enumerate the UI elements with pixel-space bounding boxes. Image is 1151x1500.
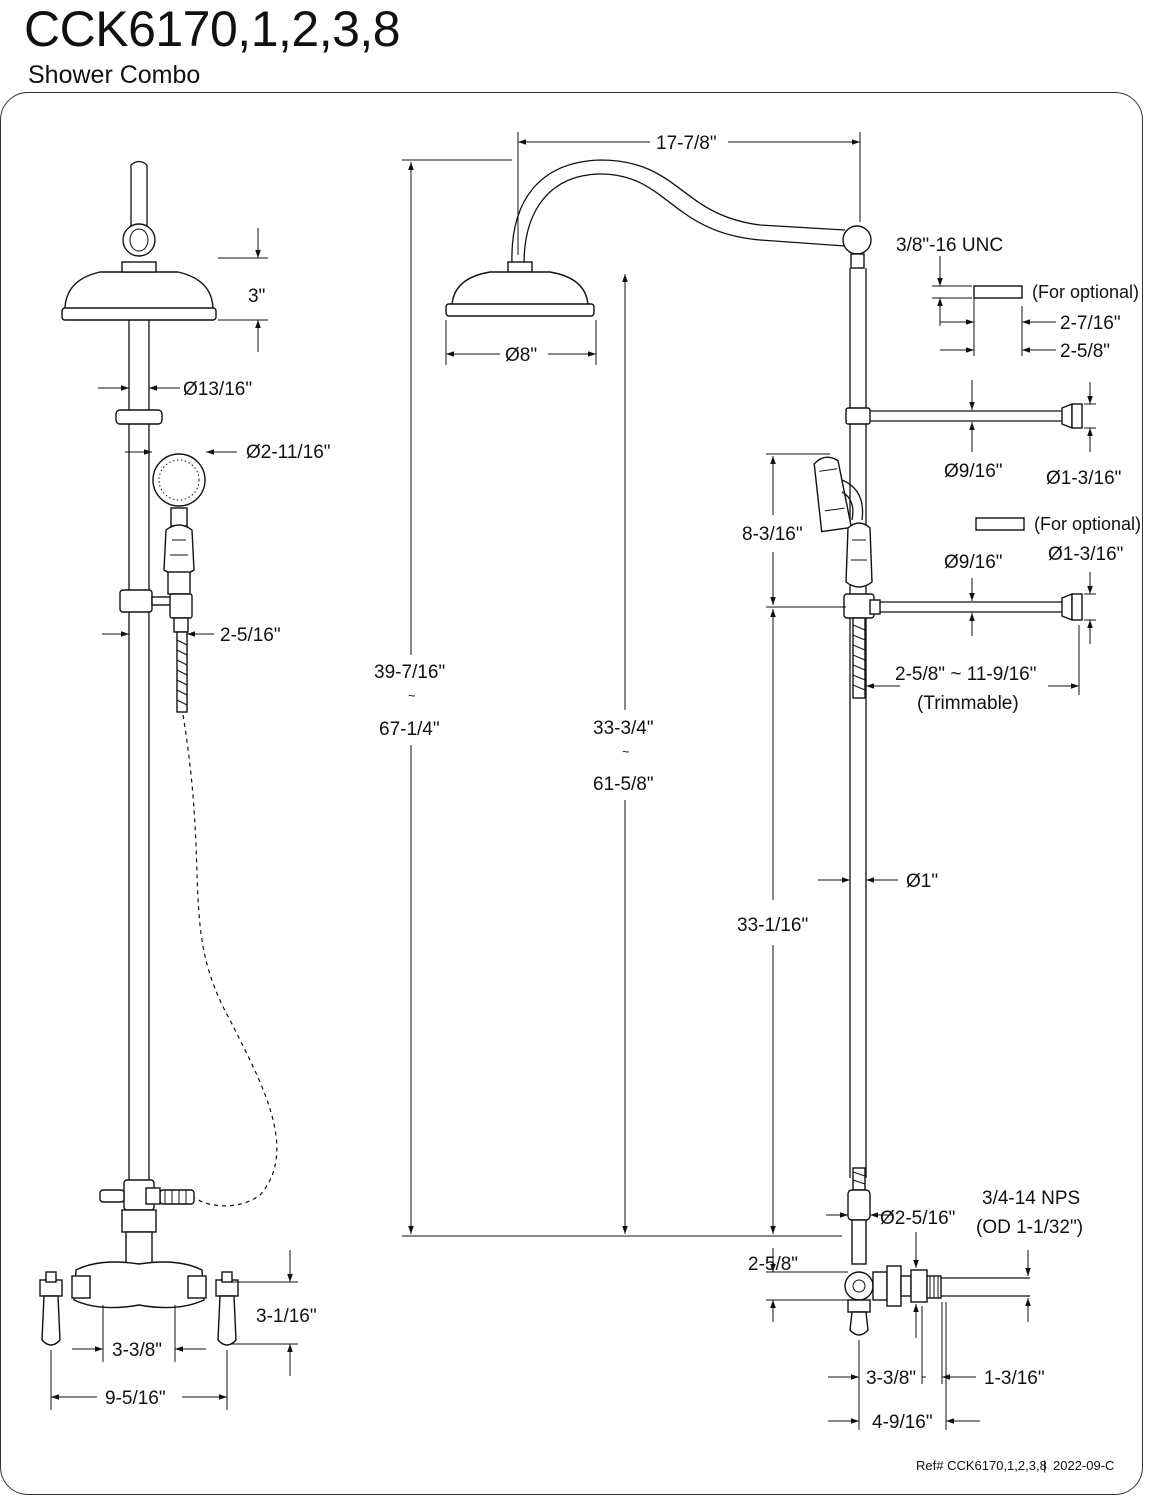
dim-head-range-mark: ~ [622, 744, 630, 759]
footer-revision: 2022-09-C [1053, 1458, 1114, 1473]
dim-brace-dia-bottom: Ø9/16" [944, 552, 1003, 573]
label-optional-bottom: (For optional) [1034, 514, 1141, 534]
dim-head-height-max: 61-5/8" [593, 774, 654, 795]
footer-ref: Ref# CCK6170,1,2,3,8 [916, 1458, 1047, 1473]
dim-flange-dia-top: Ø1-3/16" [1046, 468, 1121, 489]
dim-offset-front: 1-3/16" [984, 1368, 1045, 1389]
page-subtitle: Shower Combo [28, 61, 201, 89]
dim-flange-dia-bottom: Ø1-3/16" [1048, 544, 1123, 565]
dim-handle-spacing-side: 3-3/8" [112, 1340, 162, 1361]
dim-head-height: 3" [248, 286, 265, 307]
dim-2-5-8-top: 2-5/8" [1060, 341, 1110, 362]
dim-total-range-mark: ~ [408, 688, 416, 703]
dim-valve-height: 2-5/8" [748, 1254, 798, 1275]
dim-thread-unc: 3/8"-16 UNC [896, 235, 1003, 256]
dim-holder-offset: 2-5/16" [220, 625, 281, 646]
dim-2-7-16: 2-7/16" [1060, 313, 1121, 334]
dim-nps-od: (OD 1-1/32") [976, 1217, 1083, 1238]
dim-nps-thread: 3/4-14 NPS [982, 1188, 1080, 1209]
dim-riser-length: 33-1/16" [737, 915, 808, 936]
footer-separator: | [1043, 1458, 1046, 1473]
dim-pipe-dia-side: Ø13/16" [183, 379, 252, 400]
label-optional-top: (For optional) [1032, 282, 1139, 302]
dim-total-height-max: 67-1/4" [379, 719, 440, 740]
dim-head-height-min: 33-3/4" [593, 718, 654, 739]
dim-handle-height: 3-1/16" [256, 1306, 317, 1327]
dim-trimmable: (Trimmable) [917, 693, 1019, 714]
front-view: 17-7/8" Ø8" 39-7/16" ~ 67-1/4" 33-3/4" ~… [374, 132, 1141, 1433]
dim-riser-dia: Ø1" [906, 871, 938, 892]
dim-valve-dia: Ø2-5/16" [880, 1208, 955, 1229]
page-title: CCK6170,1,2,3,8 [24, 1, 401, 57]
dim-arm-reach: 17-7/8" [656, 133, 717, 154]
footer: Ref# CCK6170,1,2,3,8 | 2022-09-C [916, 1458, 1114, 1473]
dim-head-dia: Ø8" [505, 345, 537, 366]
drawing-frame [0, 92, 1143, 1495]
dim-handshower-dia: Ø2-11/16" [246, 442, 331, 463]
dim-brace-length: 2-5/8" ~ 11-9/16" [895, 664, 1036, 685]
dim-handle-width: 9-5/16" [105, 1388, 166, 1409]
dim-depth-front: 4-9/16" [872, 1412, 933, 1433]
dim-spacing-front: 3-3/8" [866, 1368, 916, 1389]
dim-handshower-height: 8-3/16" [742, 524, 803, 545]
side-view: 3" Ø13/16" Ø2-11/16" 2-5/16" 3-1/16" 3-3… [39, 160, 331, 1410]
dim-brace-dia-top: Ø9/16" [944, 461, 1003, 482]
dim-total-height-min: 39-7/16" [374, 662, 445, 683]
